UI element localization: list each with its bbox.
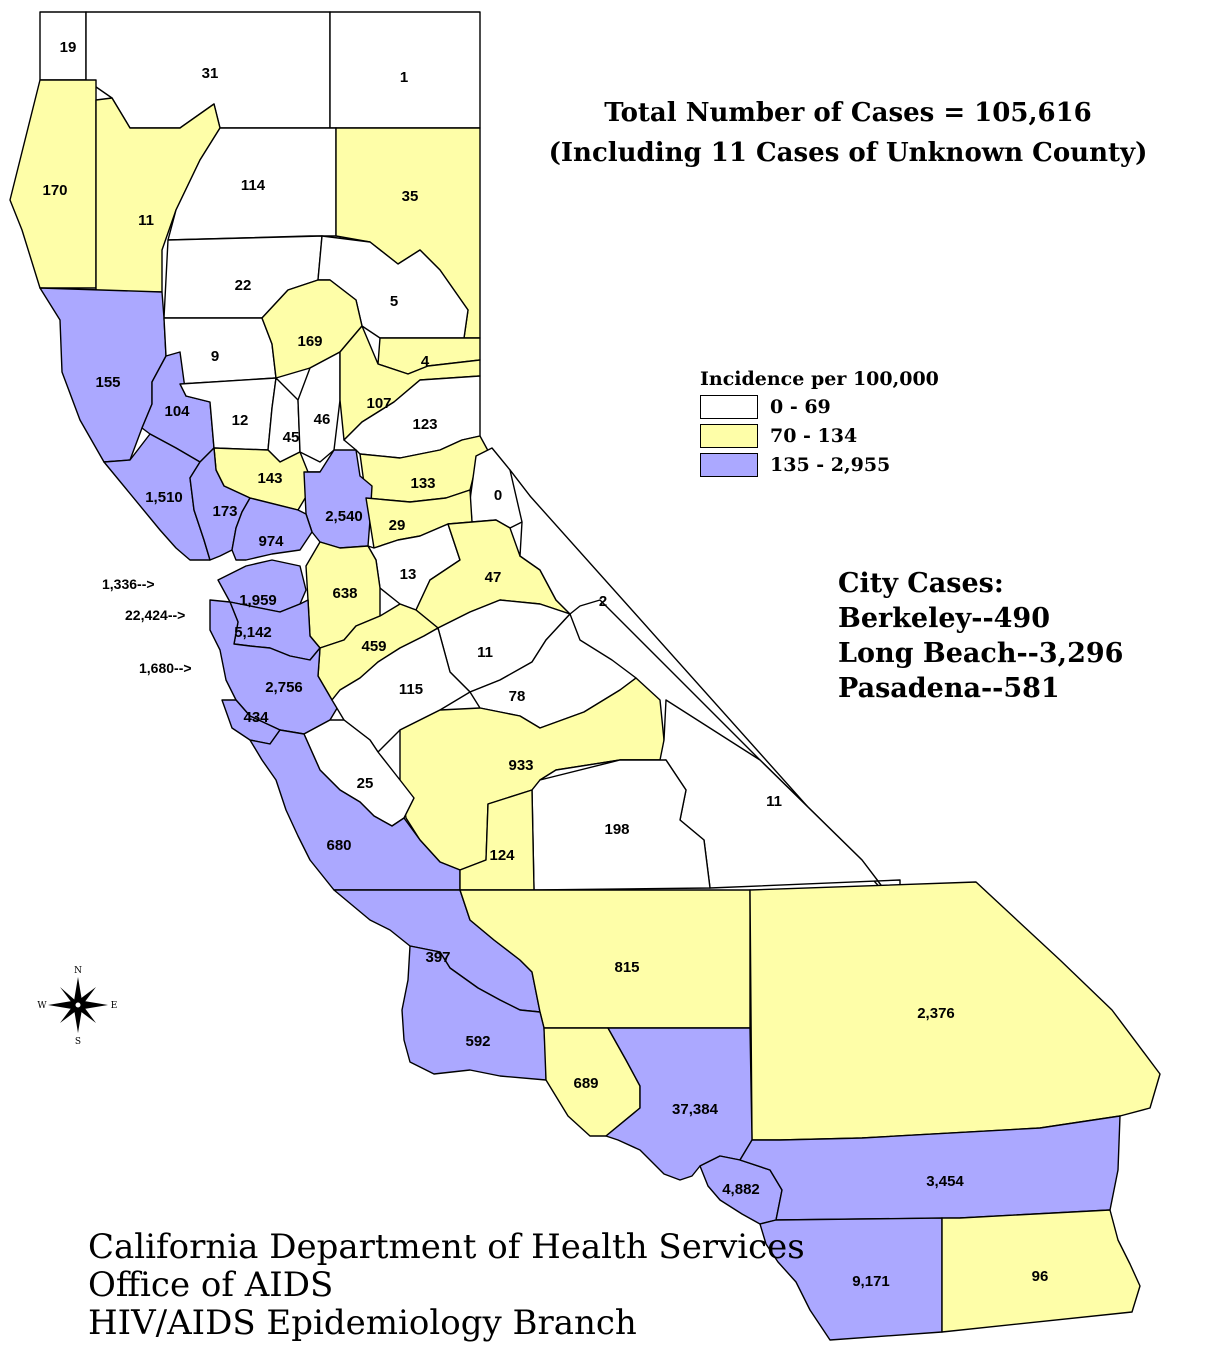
credit-line-office: Office of AIDS: [88, 1265, 334, 1305]
county-labels: 19 31 1 170 11 114 35 22 5 155 9 169 4 1…: [42, 39, 1048, 1290]
county-label: 9,171: [852, 1273, 890, 1290]
county-label: 5: [390, 293, 398, 310]
county-label: 4,882: [722, 1181, 760, 1198]
county-label: 22: [235, 277, 252, 294]
credit-line-department: California Department of Health Services: [88, 1227, 805, 1267]
county-label: 123: [412, 416, 437, 433]
county-label: 2,540: [325, 508, 363, 525]
county-label: 173: [212, 503, 237, 520]
county-label: 459: [361, 638, 386, 655]
compass-s: S: [75, 1037, 81, 1047]
city-case-line: Pasadena--581: [838, 673, 1060, 704]
county-shape[interactable]: [297, 351, 341, 463]
county-label: 35: [402, 188, 419, 205]
pointer-label: 1,680-->: [139, 660, 192, 676]
county-label: 31: [202, 65, 219, 82]
city-cases-title: City Cases:: [838, 568, 1004, 599]
legend-item: 135 - 2,955: [700, 453, 939, 477]
county-label: 689: [573, 1075, 598, 1092]
legend-title: Incidence per 100,000: [700, 368, 939, 390]
county-label: 29: [389, 517, 406, 534]
county-label: 114: [241, 177, 266, 194]
county-label: 933: [508, 757, 533, 774]
county-label: 2,756: [265, 679, 303, 696]
county-label: 133: [410, 475, 435, 492]
county-label: 12: [232, 412, 249, 429]
county-label: 96: [1032, 1268, 1049, 1285]
county-shape[interactable]: [739, 1115, 1121, 1221]
credit-line-branch: HIV/AIDS Epidemiology Branch: [88, 1303, 637, 1343]
legend-item: 70 - 134: [700, 424, 939, 448]
county-label: 45: [283, 429, 300, 446]
legend-label: 70 - 134: [770, 425, 858, 447]
county-label: 124: [489, 847, 515, 864]
county-label: 115: [399, 681, 423, 698]
county-label: 638: [332, 585, 357, 602]
compass-n: N: [74, 966, 82, 976]
total-cases-title: Total Number of Cases = 105,616: [604, 98, 1092, 128]
county-label: 37,384: [672, 1101, 719, 1118]
pointer-label: 1,336-->: [102, 576, 155, 592]
county-shape[interactable]: [231, 497, 313, 561]
credits: California Department of Health Services…: [88, 1228, 805, 1342]
legend-swatch-low: [700, 395, 758, 419]
legend-label: 135 - 2,955: [770, 454, 891, 476]
pointer-label: 22,424-->: [125, 607, 185, 623]
county-label: 13: [400, 566, 417, 583]
county-label: 4: [421, 353, 430, 370]
county-label: 143: [257, 470, 282, 487]
county-label: 104: [164, 403, 190, 420]
county-label: 397: [425, 949, 450, 966]
county-label: 1,510: [145, 489, 183, 506]
county-label: 2,376: [917, 1005, 955, 1022]
county-label: 1,959: [239, 592, 277, 609]
county-label: 3,454: [926, 1173, 964, 1190]
legend-swatch-mid: [700, 424, 758, 448]
county-label: 198: [604, 821, 629, 838]
county-shape[interactable]: [249, 729, 461, 891]
county-label: 2: [599, 593, 607, 610]
county-label: 434: [243, 709, 269, 726]
county-shape[interactable]: [749, 881, 1161, 1141]
compass-rose-icon: N S W E: [37, 966, 118, 1047]
county-label: 5,142: [234, 624, 272, 641]
city-case-line: Berkeley--490: [838, 603, 1051, 634]
county-shapes: [9, 11, 1161, 1341]
county-label: 9: [211, 348, 219, 365]
compass-e: E: [111, 1001, 118, 1011]
unknown-county-subtitle: (Including 11 Cases of Unknown County): [548, 138, 1148, 168]
city-case-line: Long Beach--3,296: [838, 638, 1124, 669]
county-shape[interactable]: [941, 1209, 1141, 1333]
county-shape[interactable]: [531, 759, 711, 891]
county-shape[interactable]: [759, 1217, 943, 1341]
county-label: 0: [494, 487, 502, 504]
county-label: 25: [357, 775, 374, 792]
county-label: 46: [314, 411, 331, 428]
county-label: 680: [326, 837, 351, 854]
county-label: 155: [95, 374, 120, 391]
county-label: 11: [138, 212, 154, 229]
county-label: 169: [297, 333, 322, 350]
legend-item: 0 - 69: [700, 395, 939, 419]
legend-label: 0 - 69: [770, 396, 831, 418]
legend-swatch-high: [700, 453, 758, 477]
city-cases: City Cases: Berkeley--490 Long Beach--3,…: [838, 566, 1123, 706]
pointer-labels: 1,336--> 22,424--> 1,680-->: [102, 576, 192, 676]
compass-w: W: [37, 1001, 47, 1011]
county-label: 78: [509, 688, 526, 705]
county-label: 47: [485, 569, 502, 586]
county-label: 974: [258, 533, 284, 550]
county-label: 11: [766, 793, 782, 810]
county-label: 815: [614, 959, 639, 976]
county-label: 170: [42, 182, 67, 199]
county-label: 19: [60, 39, 77, 56]
county-label: 107: [366, 395, 391, 412]
county-label: 592: [465, 1033, 490, 1050]
legend: Incidence per 100,000 0 - 69 70 - 134 13…: [700, 368, 939, 477]
county-label: 1: [400, 69, 408, 86]
county-label: 11: [477, 644, 493, 661]
